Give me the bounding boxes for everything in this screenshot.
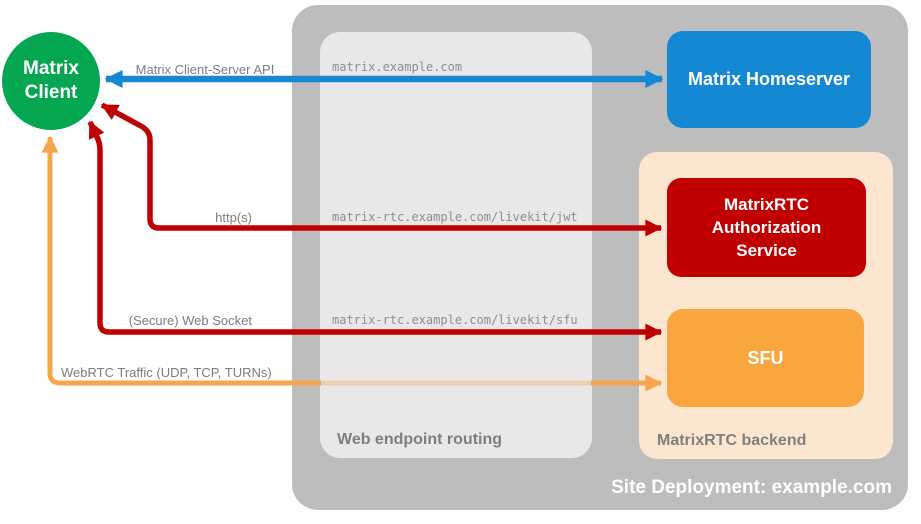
matrixrtc-authorization-service-node: MatrixRTC Authorization Service [667,178,866,277]
site-deployment-caption: Site Deployment: example.com [611,477,892,498]
livekit-jwt-endpoint-url: matrix-rtc.example.com/livekit/jwt [332,210,578,224]
webrtc-traffic-label: WebRTC Traffic (UDP, TCP, TURNs) [61,365,272,380]
matrix-client-node: Matrix Client [2,32,100,130]
web-endpoint-routing-caption: Web endpoint routing [337,431,503,448]
sfu-label: SFU [747,347,784,368]
matrix-client-label-line2: Client [24,82,78,103]
websocket-label: (Secure) Web Socket [128,313,252,328]
auth-service-label-line3: Service [736,241,797,260]
sfu-node: SFU [667,309,864,407]
matrix-client-label-line1: Matrix [23,58,79,79]
https-label: http(s) [215,210,252,225]
auth-service-label-line2: Authorization [711,218,822,237]
web-endpoint-routing-panel: Web endpoint routing [320,32,592,458]
matrixrtc-backend-caption: MatrixRTC backend [657,432,807,449]
matrix-homeserver-label: Matrix Homeserver [687,69,851,89]
livekit-sfu-endpoint-url: matrix-rtc.example.com/livekit/sfu [332,313,578,327]
client-server-api-label: Matrix Client-Server API [135,62,275,77]
auth-service-label-line1: MatrixRTC [723,195,809,214]
matrix-homeserver-node: Matrix Homeserver [667,31,871,128]
webrtc-arrow [41,135,321,386]
matrix-endpoint-url: matrix.example.com [332,60,463,74]
